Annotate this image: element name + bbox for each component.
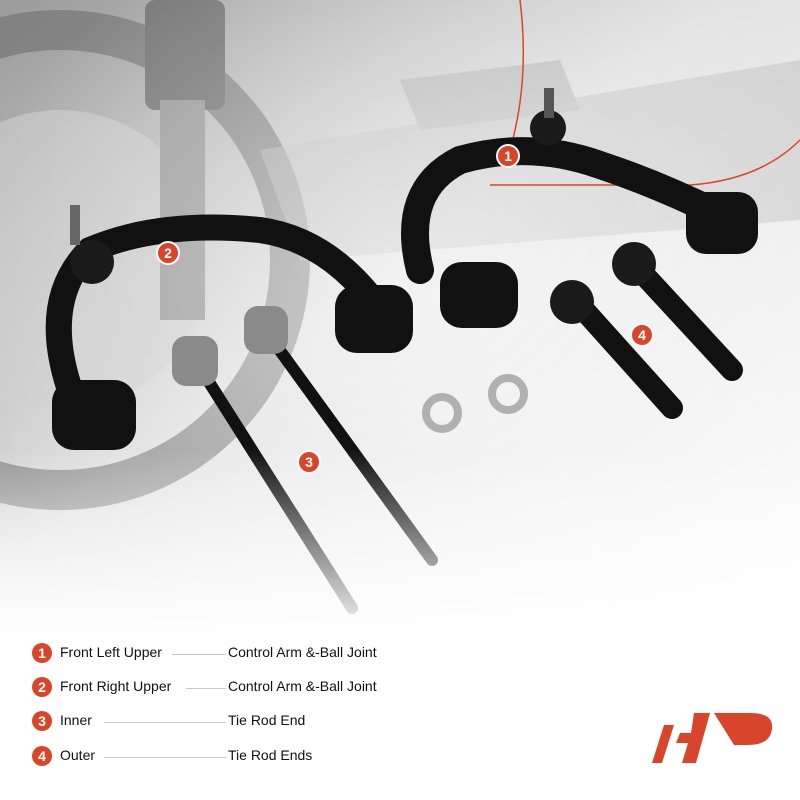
product-photo [0,0,800,640]
legend-number-badge: 1 [32,643,52,663]
callout-badge-3: 3 [297,450,321,474]
legend-number-badge: 3 [32,711,52,731]
callout-badge-1: 1 [496,144,520,168]
legend-part: Front Left Upper [60,644,162,660]
legend-row-3: 3 Inner Tie Rod End [32,711,452,733]
legend-part: Inner [60,712,92,728]
legend-description: Tie Rod Ends [228,747,313,763]
legend-number-badge: 2 [32,677,52,697]
legend-row-2: 2 Front Right Upper Control Arm &-Ball J… [32,677,452,699]
legend-divider-line [186,688,226,689]
legend-description: Tie Rod End [228,712,306,728]
legend-part: Outer [60,747,96,763]
legend-description: Control Arm &-Ball Joint [228,644,377,660]
legend-description: Control Arm &-Ball Joint [228,678,377,694]
legend-part: Front Right Upper [60,678,172,694]
legend-divider-line [172,654,226,655]
legend-divider-line [104,757,226,758]
brand-logo [652,713,773,763]
legend-number-badge: 4 [32,746,52,766]
legend-row-1: 1 Front Left Upper Control Arm &-Ball Jo… [32,643,452,665]
callout-badge-2: 2 [156,241,180,265]
callout-badge-4: 4 [630,323,654,347]
legend-divider-line [104,722,226,723]
legend-row-4: 4 Outer Tie Rod Ends [32,746,452,768]
